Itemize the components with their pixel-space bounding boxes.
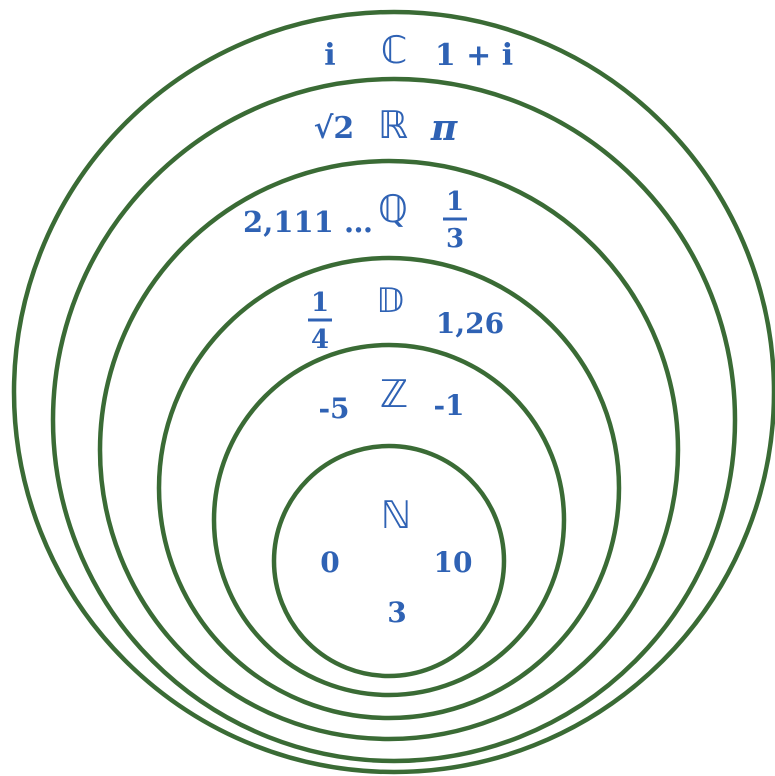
fraction-numerator: 1 (446, 187, 464, 217)
decimal-element-1-26: 1,26 (436, 307, 504, 340)
real-element-sqrt2: √2 (314, 111, 355, 146)
rational-set-symbol: ℚ (378, 187, 408, 231)
ring-integer (211, 342, 567, 698)
complex-set-symbol: ℂ (381, 28, 408, 72)
natural-element-10: 10 (434, 546, 473, 579)
fraction-numerator: 1 (311, 288, 329, 318)
real-element-pi: π (430, 107, 458, 149)
integer-set-symbol: ℤ (380, 372, 408, 416)
decimal-element-one-quarter: 1 4 (308, 288, 332, 355)
ring-decimal (156, 255, 622, 721)
ring-natural (271, 443, 507, 679)
complex-element-1-plus-i: 1 + i (435, 38, 513, 73)
ring-real (50, 76, 738, 764)
integer-element-minus-1: -1 (433, 389, 464, 422)
rational-element-repeating: 2,111 … (243, 205, 373, 239)
complex-element-i: i (324, 38, 335, 73)
fraction-denominator: 3 (446, 224, 464, 254)
integer-element-minus-5: -5 (318, 392, 349, 425)
natural-element-0: 0 (320, 546, 339, 579)
natural-set-symbol: ℕ (381, 493, 411, 537)
real-set-symbol: ℝ (378, 103, 408, 147)
natural-element-3: 3 (387, 596, 406, 629)
ring-rational (97, 158, 681, 742)
fraction-denominator: 4 (311, 325, 329, 355)
rational-element-one-third: 1 3 (443, 187, 467, 254)
ring-complex (11, 9, 775, 775)
decimal-set-symbol: 𝔻 (376, 281, 404, 321)
